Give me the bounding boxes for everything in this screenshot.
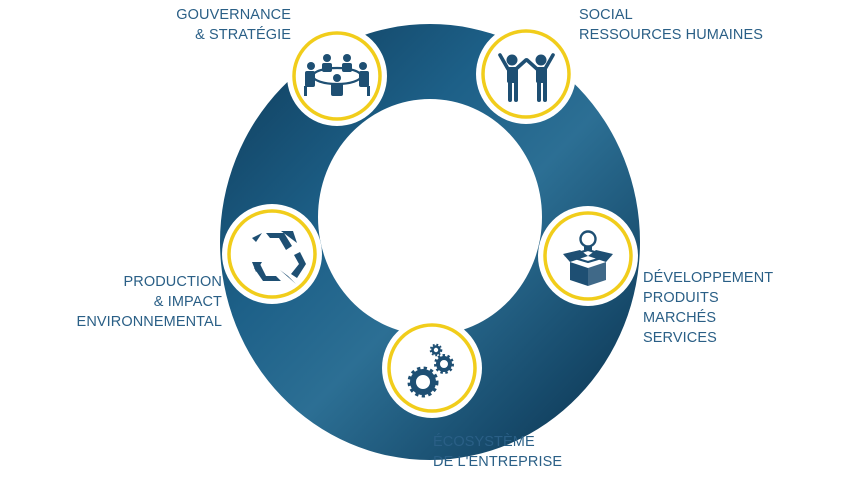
label-development-line: PRODUITS <box>643 290 719 306</box>
label-development-line: MARCHÉS <box>643 310 717 326</box>
label-ecosystem-line: ÉCOSYSTÈME <box>433 434 535 450</box>
meeting-table-icon <box>304 54 370 96</box>
label-ecosystem-line: DE L'ENTREPRISE <box>433 454 563 470</box>
label-ecosystem: ÉCOSYSTÈME DE L'ENTREPRISE <box>433 432 562 472</box>
node-ecosystem <box>382 318 482 418</box>
node-ecosystem-ring <box>387 323 477 413</box>
label-social: SOCIAL RESSOURCES HUMAINES <box>579 5 763 45</box>
label-social-line: SOCIAL <box>579 7 633 23</box>
gears-icon <box>407 343 454 398</box>
node-development <box>538 206 638 306</box>
lightbulb-box-icon <box>563 230 613 286</box>
node-production <box>222 204 322 304</box>
label-production: PRODUCTION & IMPACT ENVIRONNEMENTAL <box>77 272 222 332</box>
label-production-line: & IMPACT <box>153 294 222 310</box>
node-social <box>476 24 576 124</box>
label-governance: GOUVERNANCE & STRATÉGIE <box>176 5 291 45</box>
label-development-line: DÉVELOPPEMENT <box>643 270 774 286</box>
label-social-line: RESSOURCES HUMAINES <box>579 27 763 43</box>
node-production-ring <box>227 209 317 299</box>
label-governance-line: & STRATÉGIE <box>195 27 291 43</box>
recycle-icon <box>252 231 306 284</box>
label-governance-line: GOUVERNANCE <box>176 7 291 23</box>
label-development-line: SERVICES <box>643 330 717 346</box>
people-cheering-icon <box>498 53 555 102</box>
label-production-line: ENVIRONNEMENTAL <box>76 314 222 330</box>
cycle-ring <box>220 24 640 460</box>
label-production-line: PRODUCTION <box>123 274 222 290</box>
node-governance <box>287 26 387 126</box>
node-social-ring <box>481 29 571 119</box>
label-development: DÉVELOPPEMENT PRODUITS MARCHÉS SERVICES <box>643 268 773 348</box>
